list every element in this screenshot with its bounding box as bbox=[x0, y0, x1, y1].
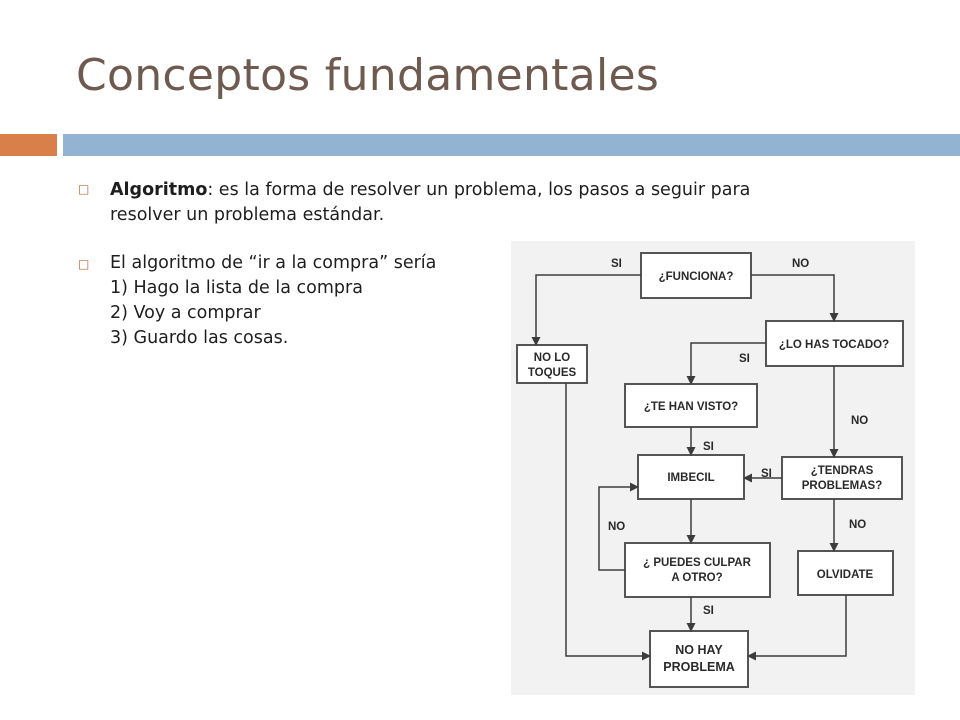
node-has-tocado bbox=[765, 320, 904, 367]
edge-label-has-tocado-no: NO bbox=[851, 415, 868, 427]
edge-label-visto-si: SI bbox=[703, 441, 714, 453]
node-imbecil-label: IMBECIL bbox=[667, 472, 714, 484]
arrow-has-tocado-si bbox=[686, 342, 766, 385]
arrow-olvidate-no-hay bbox=[747, 595, 847, 661]
edge-label-funciona-no: NO bbox=[792, 258, 809, 270]
node-toques-label: TOQUES bbox=[528, 367, 577, 379]
compra-step-1: 1) Hago la lista de la compra bbox=[110, 278, 363, 298]
node-no-hay-label-2: PROBLEMA bbox=[663, 660, 735, 674]
edge-label-has-tocado-si: SI bbox=[739, 353, 750, 365]
node-culpar-label-2: A OTRO? bbox=[671, 572, 722, 584]
compra-step-2: 2) Voy a comprar bbox=[110, 303, 261, 323]
node-tendras-label-1: ¿TENDRAS bbox=[811, 465, 874, 477]
arrow-funciona-si bbox=[531, 274, 641, 346]
node-has-tocado-label: ¿LO HAS TOCADO? bbox=[779, 339, 889, 351]
node-no-hay-problema bbox=[649, 630, 749, 688]
compra-step-3: 3) Guardo las cosas. bbox=[110, 328, 289, 348]
node-puedes-culpar bbox=[624, 542, 771, 598]
node-funciona bbox=[640, 252, 752, 299]
node-no-lo-label: NO LO bbox=[534, 352, 570, 364]
edge-label-tendras-no: NO bbox=[849, 519, 866, 531]
arrow-funciona-no bbox=[751, 274, 839, 322]
definition-line2: resolver un problema estándar. bbox=[110, 205, 385, 225]
edge-label-culpar-no: NO bbox=[608, 521, 625, 533]
definition-line1: : es la forma de resolver un problema, l… bbox=[207, 180, 751, 200]
node-te-han-visto-label: ¿TE HAN VISTO? bbox=[644, 401, 738, 413]
node-no-lo-toques bbox=[516, 344, 588, 384]
node-olvidate-label: OLVIDATE bbox=[817, 569, 874, 581]
edge-label-funciona-si: SI bbox=[611, 258, 622, 270]
node-no-hay-label-1: NO HAY bbox=[675, 643, 723, 657]
compra-intro: El algoritmo de “ir a la compra” sería bbox=[110, 253, 437, 273]
accent-bar-blue bbox=[63, 134, 960, 156]
node-culpar-label-1: ¿ PUEDES CULPAR bbox=[643, 557, 751, 569]
term-algoritmo: Algoritmo bbox=[110, 180, 208, 200]
arrow-toques-no-hay bbox=[565, 383, 651, 661]
node-tendras-label-2: PROBLEMAS? bbox=[802, 480, 883, 492]
slide-title: Conceptos fundamentales bbox=[76, 50, 660, 101]
accent-bar-orange bbox=[0, 134, 57, 156]
arrow-culpar-no bbox=[598, 482, 639, 571]
bullet-compra: El algoritmo de “ir a la compra” sería 1… bbox=[110, 251, 436, 351]
node-tendras-problemas bbox=[781, 456, 903, 500]
flowchart-diagram: ¿FUNCIONA? NO LO TOQUES ¿LO HAS TOCADO? … bbox=[511, 241, 915, 695]
square-bullet-icon: □ bbox=[78, 182, 90, 196]
square-bullet-icon: □ bbox=[78, 257, 90, 271]
edge-label-tendras-si: SI bbox=[761, 468, 772, 480]
node-funciona-label: ¿FUNCIONA? bbox=[659, 271, 734, 283]
bullet-algoritmo: Algoritmo: es la forma de resolver un pr… bbox=[110, 178, 750, 228]
edge-label-culpar-si: SI bbox=[703, 605, 714, 617]
